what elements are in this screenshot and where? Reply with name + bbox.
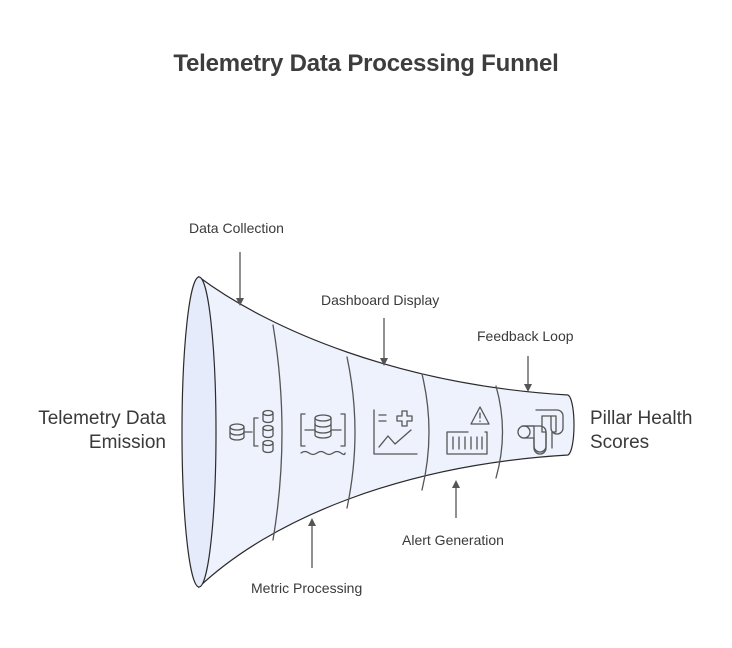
stage-label-metric-processing: Metric Processing	[251, 580, 363, 596]
input-label-line-2: Emission	[88, 432, 166, 453]
input-label-line-1: Telemetry Data	[38, 408, 166, 429]
stage-label-alert-generation: Alert Generation	[402, 532, 504, 548]
output-label-line-1: Pillar Health	[590, 408, 693, 429]
chart-dashboard-icon	[373, 409, 418, 455]
stage-label-feedback-loop: Feedback Loop	[477, 328, 574, 344]
output-label: Pillar Health Scores	[590, 407, 692, 455]
stage-label-dashboard-display: Dashboard Display	[321, 292, 440, 308]
stage-divider-2	[346, 356, 356, 509]
diagram-title: Telemetry Data Processing Funnel	[173, 50, 559, 77]
funnel-body	[198, 275, 575, 589]
alert-meter-icon	[446, 406, 490, 455]
stage-divider-4	[495, 385, 504, 479]
input-label: Telemetry Data Emission	[38, 407, 166, 455]
stage-label-data-collection: Data Collection	[189, 220, 284, 236]
database-distribution-icon	[229, 409, 274, 454]
output-label-line-2: Scores	[590, 432, 650, 453]
pipe-loop-icon	[517, 409, 564, 455]
stage-divider-3	[421, 373, 430, 491]
data-lake-icon	[300, 413, 346, 456]
stage-divider-1	[272, 324, 283, 541]
funnel-mouth	[181, 276, 217, 588]
